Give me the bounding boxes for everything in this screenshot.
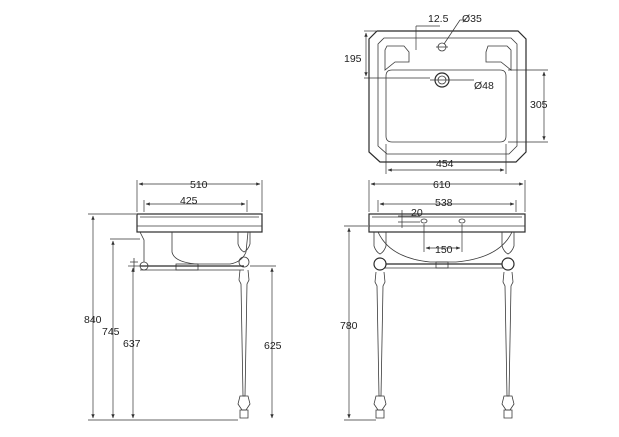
dim-bowl-depth-label: 305	[530, 99, 548, 111]
dim-height-637-label: 637	[123, 338, 141, 350]
dim-tap-hole-label: Ø35	[462, 13, 482, 25]
basin-inner-rim	[377, 37, 518, 155]
dim-leg-height-label: 625	[264, 340, 282, 352]
side-view: 510 425 840 745 637 625	[84, 179, 282, 421]
front-leg-left	[374, 271, 386, 397]
side-leg	[238, 269, 250, 397]
dim-tap-spacing-label: 150	[435, 244, 453, 256]
top-view: 12.5 Ø35 195 Ø48 305 454	[344, 13, 548, 174]
dim-overall-width-label: 610	[433, 179, 451, 191]
basin-outer-outline	[368, 30, 527, 163]
front-basin-top	[368, 213, 526, 233]
dim-tap-offset-label: 12.5	[428, 13, 449, 25]
tap-ledge-right	[485, 45, 512, 71]
dim-bowl-width-label: 454	[436, 158, 454, 170]
dim-waste-label: Ø48	[474, 80, 494, 92]
dim-overall-height-label: 840	[84, 314, 102, 326]
dim-depth-front-label: 195	[344, 53, 362, 65]
dim-rail-height-label: 745	[102, 326, 120, 338]
dim-top-depth-label: 425	[180, 195, 198, 207]
dim-inner-width-label: 538	[435, 197, 453, 209]
bowl-outline	[385, 69, 507, 143]
dim-overall-depth-label: 510	[190, 179, 208, 191]
dim-height-label: 780	[340, 320, 358, 332]
tap-ledge-left	[384, 45, 410, 71]
side-bowl-underside	[171, 231, 249, 265]
front-view: 610 538 20 150 780	[340, 179, 526, 421]
dim-rim-label: 20	[411, 207, 423, 219]
side-basin-top	[136, 213, 263, 233]
front-leg-right	[502, 271, 514, 397]
